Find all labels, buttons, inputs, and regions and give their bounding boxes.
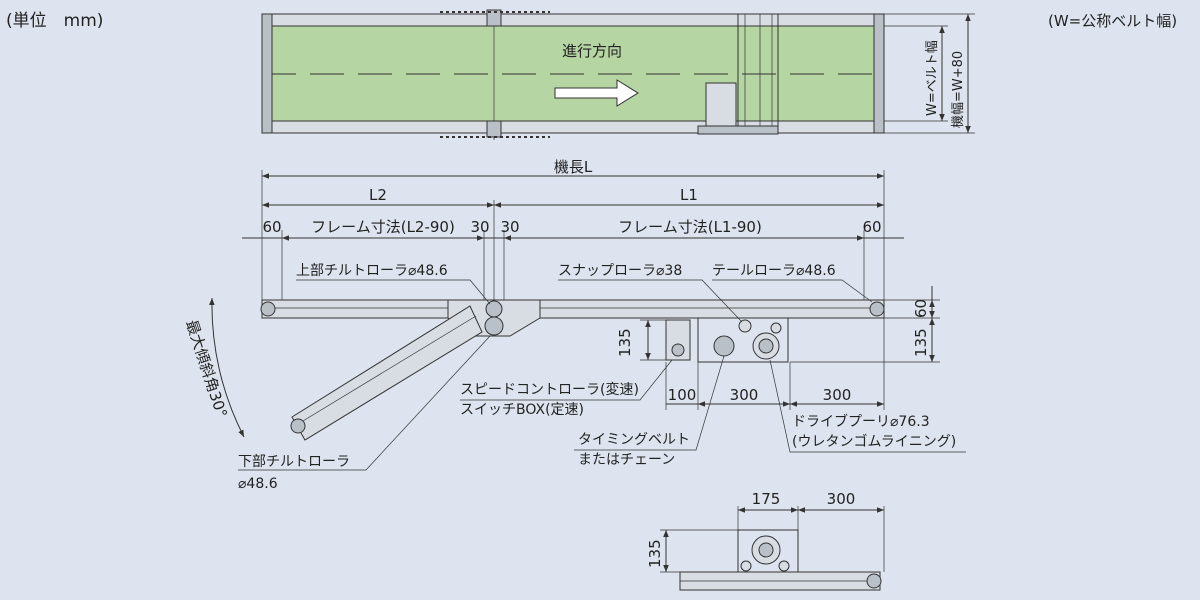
lower-tilt-roller-label-1: 下部チルトローラ [238, 454, 350, 470]
alt-dim-300: 300 [827, 490, 856, 508]
height-60-right: 60 [912, 299, 930, 318]
machine-length-label: 機長L [554, 158, 593, 176]
snap-roller [738, 319, 752, 333]
dim-300-right: 300 [823, 386, 852, 404]
width-note: (W=公称ベルト幅) [1048, 12, 1177, 30]
frame-l2-label: フレーム寸法(L2-90) [311, 218, 455, 236]
timing-belt-label-1: タイミングベルト [578, 432, 690, 448]
speed-controller-label-1: スピードコントローラ(変速) [460, 381, 639, 398]
l2-label: L2 [369, 186, 387, 204]
tail-end-left [261, 13, 273, 134]
side-view: 最大傾斜角30° 135 135 60 100 300 300 上部チルト [182, 263, 966, 492]
joint-bracket-bottom [486, 120, 502, 138]
controller-box [665, 319, 691, 361]
alt-dim-175: 175 [752, 490, 781, 508]
height-135-right: 135 [912, 328, 930, 357]
tail-roller-right [869, 301, 885, 317]
leader-lower-tilt [238, 335, 491, 471]
tail-end-right [873, 13, 885, 134]
angle-label: 最大傾斜角30° [182, 318, 231, 420]
dim-60-left: 60 [262, 218, 281, 236]
tilt-angle-arc [209, 297, 245, 438]
joint-bracket-top [486, 9, 502, 27]
frame-l1-label: フレーム寸法(L1-90) [618, 218, 762, 236]
drive-pulley-label-2: (ウレタンゴムライニング) [792, 433, 956, 450]
side-dimensions: 機長L L2 L1 60 フレーム寸法(L2-90) 30 30 フレーム寸法(… [242, 158, 904, 300]
belt-width-label: W=ベルト幅 [925, 40, 940, 116]
leader-tail-roller [712, 279, 873, 303]
l1-label: L1 [680, 186, 698, 204]
unit-label: (単位 mm) [6, 11, 103, 31]
alt-drive-unit [737, 529, 799, 573]
drive-pulley-label-1: ドライブプーリ⌀76.3 [792, 413, 930, 430]
tail-roller-label: テールローラ⌀48.6 [712, 263, 836, 279]
motor-body [705, 82, 737, 128]
leader-drive-pulley [769, 359, 966, 453]
lower-tilt-roller [290, 418, 306, 434]
leader-timing-belt [574, 355, 725, 451]
timing-belt-label-2: またはチェーン [578, 452, 675, 468]
alt-height-135: 135 [646, 539, 664, 568]
dim-300-mid: 300 [730, 386, 759, 404]
dim-30a: 30 [470, 218, 489, 236]
motor-gear [713, 335, 735, 357]
alternate-drive-view: 175 300 135 [646, 490, 885, 591]
machine-width-label: 機幅=W+80 [951, 51, 966, 128]
upper-tilt-roller-label: 上部チルトローラ⌀48.6 [296, 263, 448, 279]
dim-60-right: 60 [862, 218, 881, 236]
drive-unit [697, 317, 789, 363]
top-view: 進行方向 W=ベルト幅 機幅=W+80 [261, 9, 975, 140]
snap-roller-label: スナップローラ⌀38 [558, 263, 682, 279]
leader-snap-roller [558, 279, 743, 323]
top-frame-lower [261, 120, 885, 134]
leader-controller [460, 359, 673, 401]
speed-controller-label-2: スイッチBOX(定速) [460, 402, 584, 418]
height-135-left: 135 [616, 328, 634, 357]
side-frame [261, 299, 885, 319]
tail-roller-left [260, 301, 276, 317]
top-frame-upper [261, 13, 885, 27]
upper-tilt-roller [485, 300, 503, 318]
direction-arrow-icon [554, 79, 639, 107]
direction-label: 進行方向 [562, 42, 622, 60]
leader-upper-tilt [296, 279, 491, 305]
dim-100: 100 [668, 386, 697, 404]
dim-30b: 30 [500, 218, 519, 236]
lower-tilt-roller-label-2: ⌀48.6 [238, 476, 278, 492]
tilted-section [291, 305, 483, 441]
motor-base [697, 125, 779, 135]
